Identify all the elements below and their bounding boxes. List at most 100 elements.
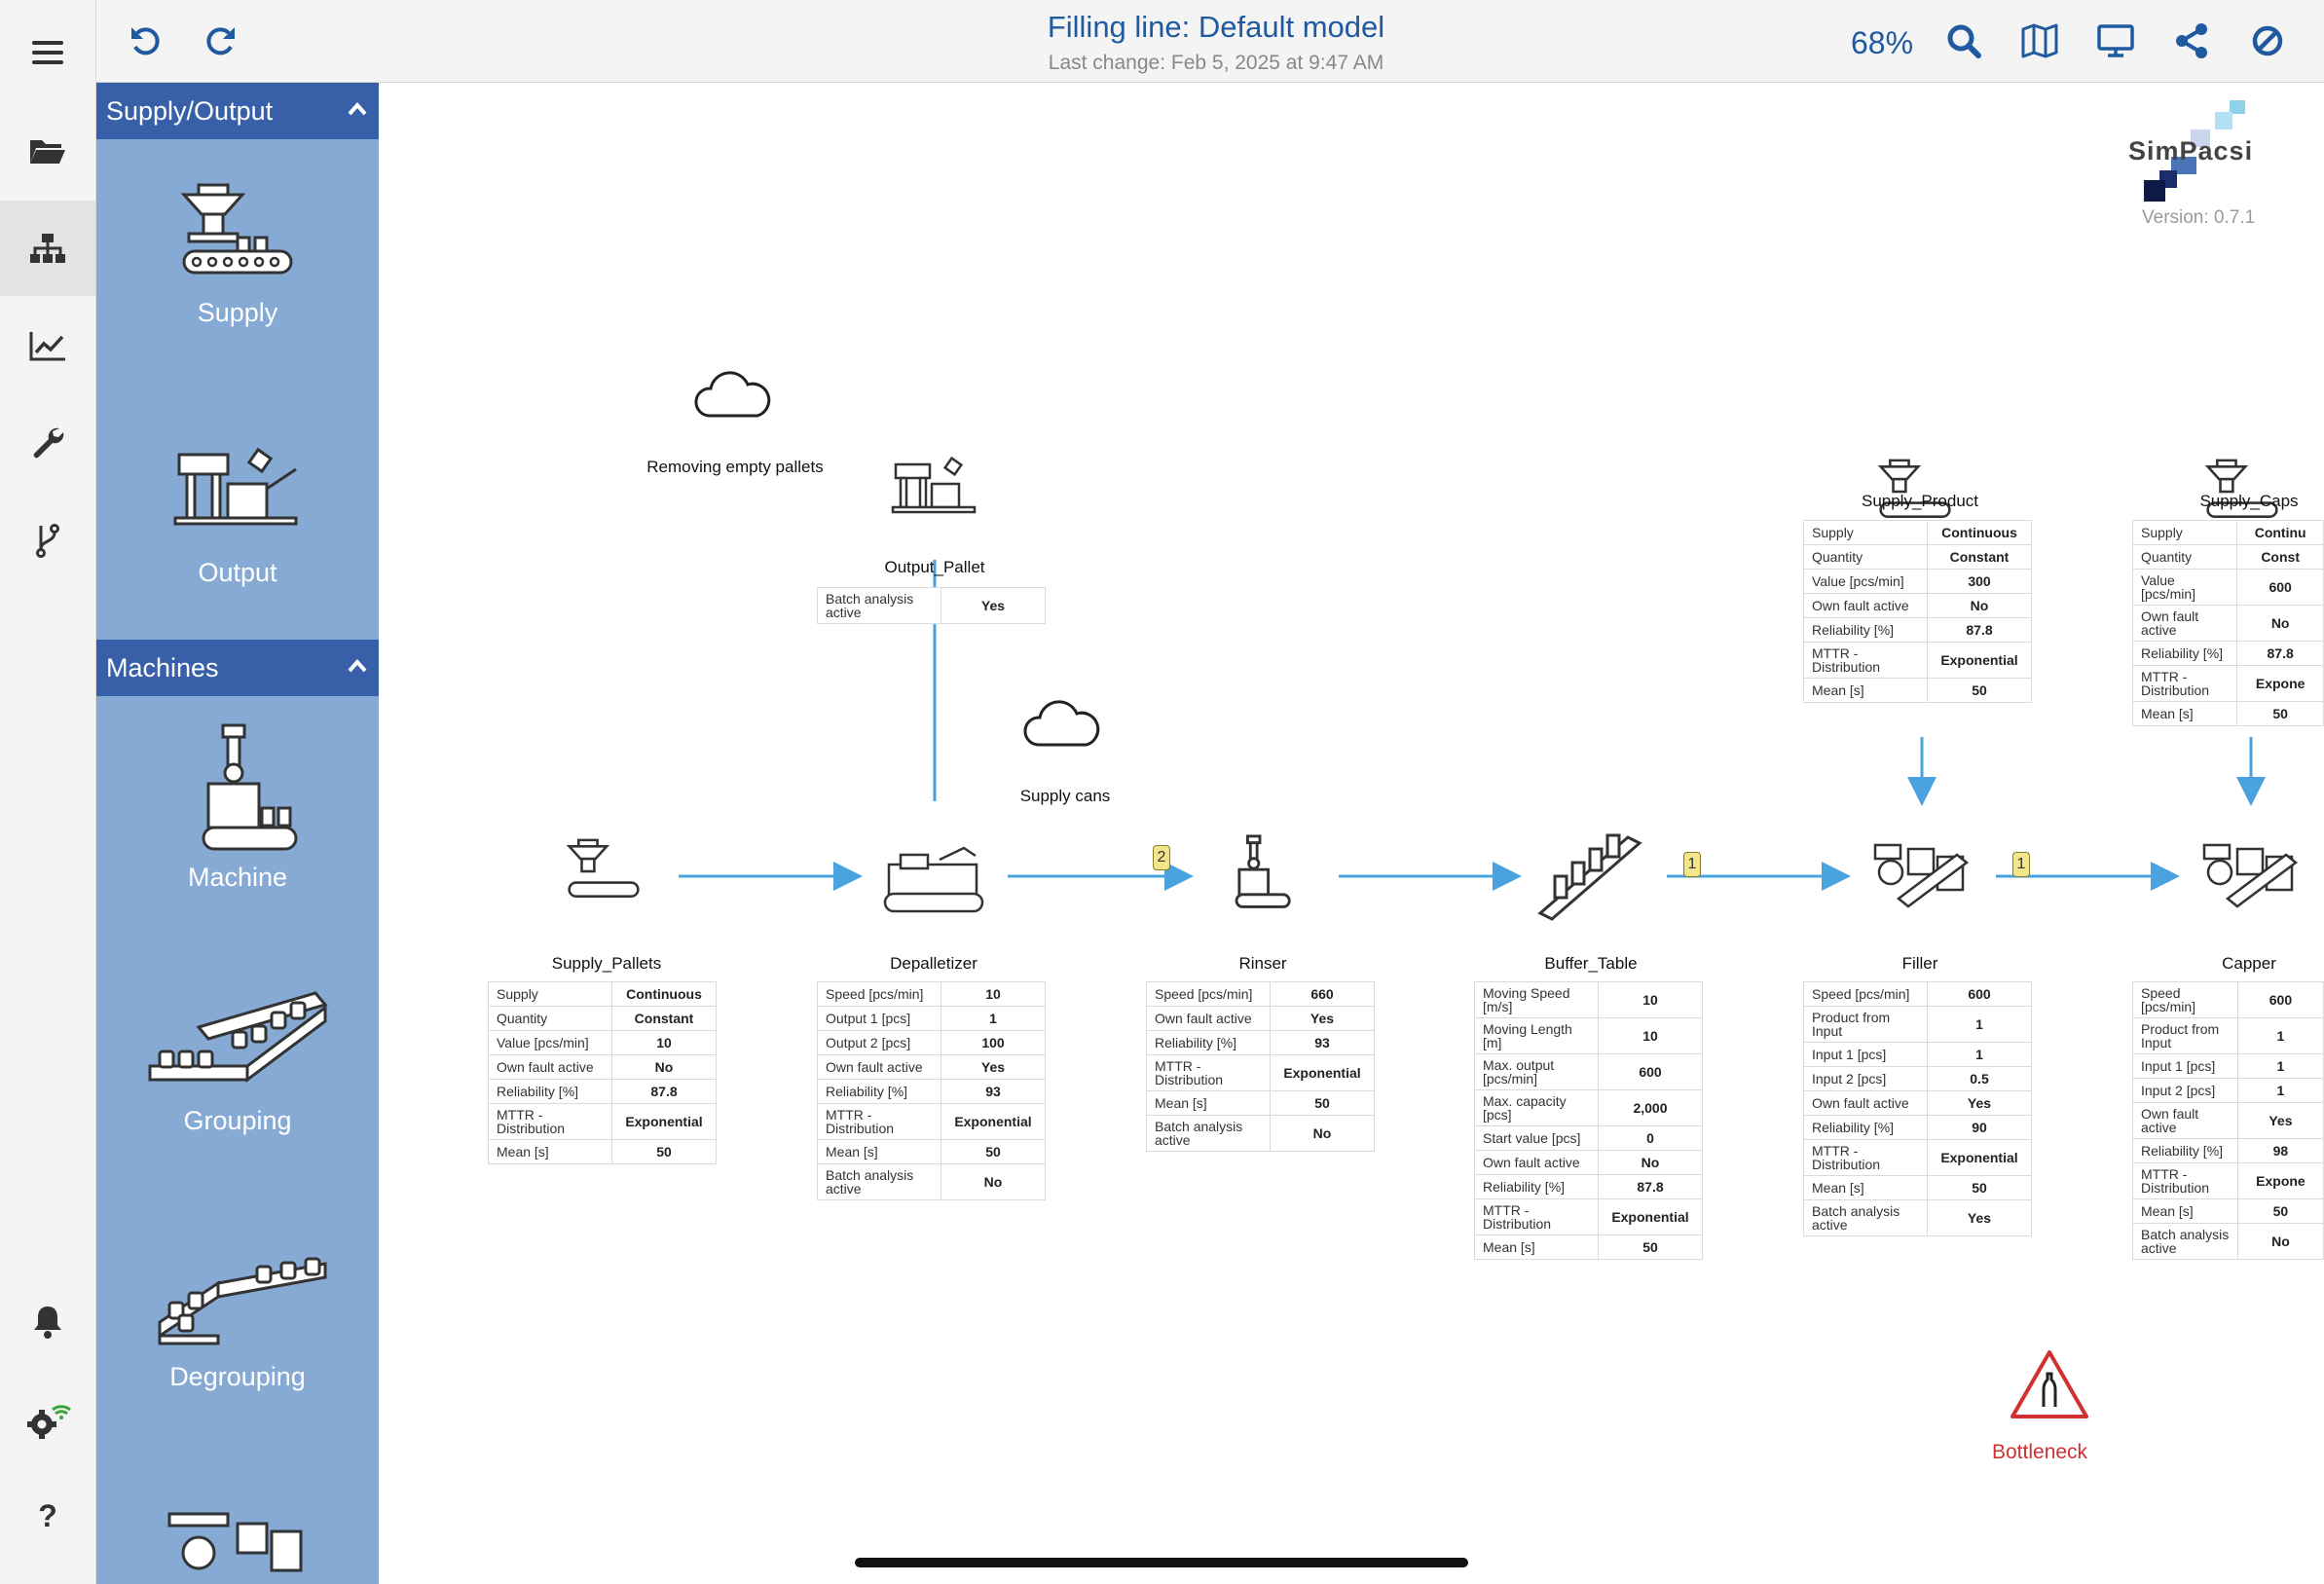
palette-item-grouping[interactable]: Grouping <box>96 983 379 1136</box>
property-value[interactable]: Exponential <box>1270 1054 1375 1091</box>
property-value[interactable]: No <box>1270 1115 1375 1152</box>
search-icon[interactable] <box>1944 21 1983 60</box>
monitor-icon[interactable] <box>2096 21 2135 60</box>
property-value[interactable]: 600 <box>2236 981 2324 1018</box>
capper-machine-icon[interactable] <box>2198 835 2306 913</box>
property-value[interactable]: 50 <box>1927 1175 2032 1200</box>
property-value[interactable]: 300 <box>1927 569 2032 594</box>
property-value[interactable]: 0.5 <box>1927 1066 2032 1091</box>
property-value[interactable]: 1 <box>2236 1078 2324 1103</box>
palette-item-machine[interactable]: Machine <box>96 720 379 893</box>
node-title-supply-pallets[interactable]: Supply_Pallets <box>551 954 662 973</box>
node-title-filler[interactable]: Filler <box>1901 954 1938 973</box>
property-value[interactable]: 50 <box>1270 1090 1375 1116</box>
property-value[interactable]: 50 <box>611 1139 717 1164</box>
property-value[interactable]: 10 <box>1598 1017 1703 1054</box>
property-value[interactable]: Constant <box>611 1006 717 1031</box>
property-value[interactable]: 50 <box>941 1139 1046 1164</box>
bottleneck-warning-icon[interactable] <box>2009 1348 2090 1420</box>
palette-item-supply[interactable]: Supply <box>96 175 379 328</box>
output-machine-icon[interactable] <box>891 453 978 521</box>
git-branch-icon[interactable] <box>0 493 95 588</box>
property-value[interactable]: Expone <box>2236 665 2324 702</box>
map-icon[interactable] <box>2020 21 2059 60</box>
filler-machine-icon[interactable] <box>1869 835 1976 913</box>
share-icon[interactable] <box>2172 21 2211 60</box>
property-value[interactable]: No <box>1927 593 2032 618</box>
property-value[interactable]: Exponential <box>1927 642 2032 679</box>
rinser-machine-icon[interactable] <box>1217 829 1295 916</box>
property-value[interactable]: Exponential <box>1927 1139 2032 1176</box>
property-value[interactable]: 50 <box>1927 678 2032 703</box>
property-value[interactable]: 1 <box>1927 1042 2032 1067</box>
cloud-icon[interactable] <box>689 367 777 425</box>
depalletizer-machine-icon[interactable] <box>881 840 988 918</box>
property-value[interactable]: Yes <box>1927 1090 2032 1116</box>
node-title-supply-caps[interactable]: Supply_Caps <box>2199 492 2299 510</box>
property-value[interactable]: Yes <box>1270 1006 1375 1031</box>
property-value[interactable]: 50 <box>2236 701 2324 726</box>
palette-section-machines[interactable]: Machines <box>96 640 379 696</box>
property-value[interactable]: 1 <box>1927 1006 2032 1043</box>
property-value[interactable]: 100 <box>941 1030 1046 1055</box>
buffer-count-badge[interactable]: 2 <box>1153 845 1170 870</box>
property-value[interactable]: Yes <box>941 587 1046 624</box>
redo-icon[interactable] <box>202 21 240 60</box>
node-title-depalletizer[interactable]: Depalletizer <box>890 954 978 973</box>
property-value[interactable]: No <box>2236 1223 2324 1260</box>
zoom-level[interactable]: 68% <box>1851 25 1914 60</box>
chevron-up-icon[interactable] <box>348 659 367 673</box>
property-value[interactable]: 93 <box>941 1079 1046 1104</box>
property-value[interactable]: 87.8 <box>2236 641 2324 666</box>
property-value[interactable]: Const <box>2236 544 2324 570</box>
supply-machine-icon[interactable] <box>1871 453 1959 531</box>
property-value[interactable]: 600 <box>1927 981 2032 1007</box>
node-title-output-pallet[interactable]: Output_Pallet <box>884 558 985 576</box>
property-value[interactable]: 600 <box>2236 569 2324 606</box>
property-value[interactable]: Expone <box>2236 1162 2324 1199</box>
palette-item-degrouping[interactable]: Degrouping <box>96 1239 379 1392</box>
ban-icon[interactable] <box>2248 21 2287 60</box>
property-value[interactable]: 0 <box>1598 1125 1703 1151</box>
palette-item-output[interactable]: Output <box>96 435 379 588</box>
property-value[interactable]: 660 <box>1270 981 1375 1007</box>
property-value[interactable]: 90 <box>1927 1115 2032 1140</box>
property-value[interactable]: Yes <box>1927 1199 2032 1236</box>
question-icon[interactable]: ? <box>0 1468 95 1564</box>
property-value[interactable]: No <box>941 1163 1046 1200</box>
property-value[interactable]: No <box>2236 605 2324 642</box>
property-value[interactable]: Continuous <box>1927 520 2032 545</box>
property-value[interactable]: Continu <box>2236 520 2324 545</box>
property-value[interactable]: Constant <box>1927 544 2032 570</box>
property-value[interactable]: Yes <box>941 1054 1046 1080</box>
property-value[interactable]: No <box>1598 1150 1703 1175</box>
model-canvas[interactable]: SimPacsi Version: 0.7.1 Removing empty p… <box>380 83 2324 1584</box>
property-value[interactable]: 98 <box>2236 1138 2324 1163</box>
bell-icon[interactable] <box>0 1273 95 1369</box>
node-title-capper[interactable]: Capper <box>2222 954 2276 973</box>
palette-section-supply-output[interactable]: Supply/Output <box>96 83 379 139</box>
buffer-count-badge[interactable]: 1 <box>1683 852 1701 877</box>
property-value[interactable]: 2,000 <box>1598 1089 1703 1126</box>
property-value[interactable]: Exponential <box>1598 1198 1703 1235</box>
property-value[interactable]: 87.8 <box>1927 617 2032 643</box>
property-value[interactable]: 87.8 <box>611 1079 717 1104</box>
property-value[interactable]: 10 <box>1598 981 1703 1018</box>
node-title-buffer-table[interactable]: Buffer_Table <box>1544 954 1638 973</box>
hamburger-menu-icon[interactable] <box>0 5 95 100</box>
property-value[interactable]: 87.8 <box>1598 1174 1703 1199</box>
supply-machine-icon[interactable] <box>2198 453 2286 531</box>
gear-wifi-icon[interactable] <box>0 1371 95 1466</box>
property-value[interactable]: 50 <box>1598 1234 1703 1260</box>
buffer-table-icon[interactable] <box>1535 828 1652 925</box>
property-value[interactable]: 600 <box>1598 1053 1703 1090</box>
property-value[interactable]: Exponential <box>611 1103 717 1140</box>
property-value[interactable]: 10 <box>941 981 1046 1007</box>
chevron-up-icon[interactable] <box>348 102 367 116</box>
palette-item-partial[interactable] <box>96 1504 379 1584</box>
node-title-supply-product[interactable]: Supply_Product <box>1861 492 1979 510</box>
property-value[interactable]: Yes <box>2236 1102 2324 1139</box>
property-value[interactable]: Exponential <box>941 1103 1046 1140</box>
cloud-icon[interactable] <box>1018 696 1106 755</box>
property-value[interactable]: Continuous <box>611 981 717 1007</box>
